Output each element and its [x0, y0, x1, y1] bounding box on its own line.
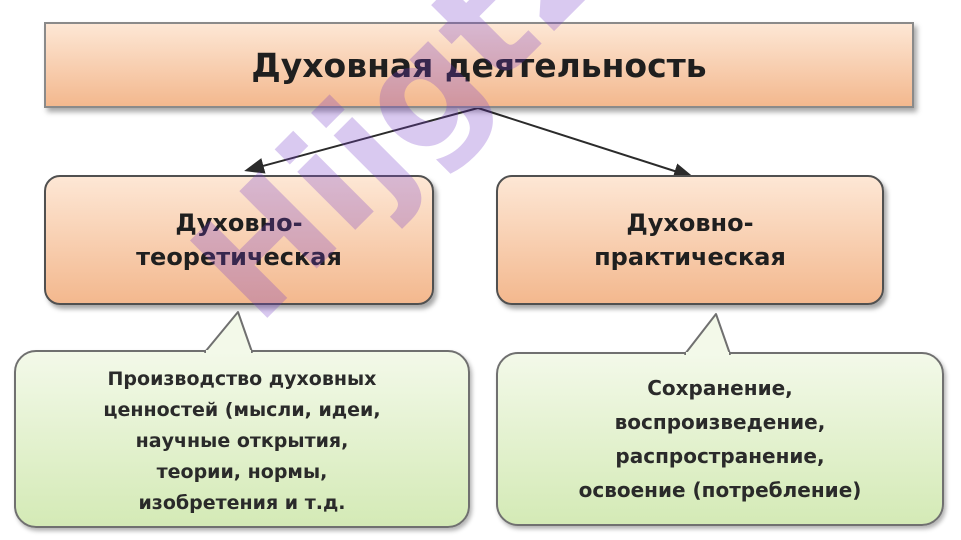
arrow-to-theoretical	[244, 107, 479, 174]
callout-tail-left	[204, 311, 253, 353]
callout-text-practical: Сохранение, воспроизведение, распростран…	[578, 376, 862, 502]
root-box: Духовная деятельность	[44, 22, 914, 108]
callout-text-theoretical: Производство духовных ценностей (мысли, …	[103, 367, 381, 514]
arrow-to-practical	[477, 107, 694, 179]
callout-theoretical: Производство духовных ценностей (мысли, …	[14, 350, 470, 528]
callout-practical: Сохранение, воспроизведение, распростран…	[496, 352, 944, 526]
diagram-title: Духовная деятельность	[251, 45, 707, 85]
branch-box-theoretical: Духовно- теоретическая	[44, 175, 434, 305]
callout-tail-right	[684, 313, 731, 355]
branch-label-theoretical: Духовно- теоретическая	[136, 209, 342, 271]
branch-label-practical: Духовно- практическая	[594, 209, 786, 271]
branch-box-practical: Духовно- практическая	[496, 175, 884, 305]
